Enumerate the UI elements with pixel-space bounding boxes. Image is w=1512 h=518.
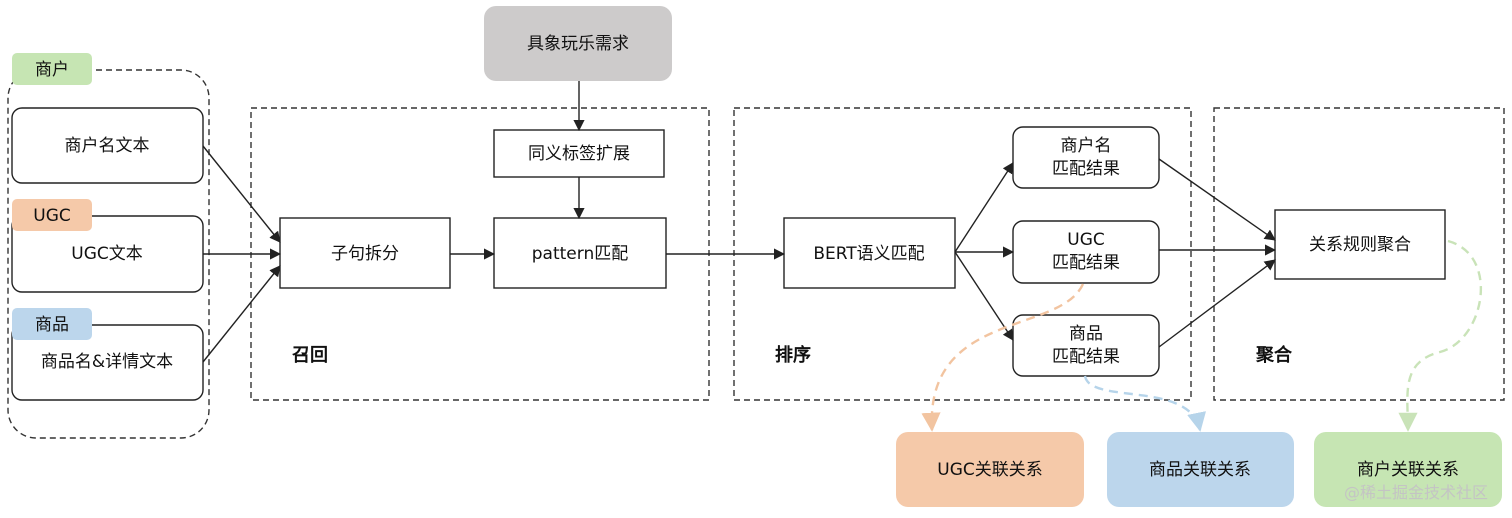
- link-product-result-to-product-relation: [1083, 375, 1206, 432]
- recall-section-label: 召回: [292, 345, 328, 366]
- ugc-tag-label: UGC: [33, 206, 71, 226]
- rule-aggregate-box: [1274, 209, 1446, 280]
- merchant-relation-box: [1314, 432, 1502, 507]
- arrow-merchant-to-split: [202, 145, 281, 243]
- link-ugc-result-to-ugc-relation: [921, 283, 1085, 432]
- arrow-product-to-split: [202, 265, 281, 363]
- merchant-tag-label: 商户: [35, 60, 69, 80]
- bert-match-label: BERT语义匹配: [813, 244, 924, 264]
- clause-split-label: 子句拆分: [331, 244, 399, 264]
- aggregation-frame: [1213, 107, 1505, 401]
- ugc-text-label: UGC文本: [71, 244, 143, 264]
- product-relation-label: 商品关联关系: [1149, 460, 1251, 480]
- ugc-relation-label: UGC关联关系: [937, 460, 1043, 480]
- ranking-section-label: 排序: [775, 344, 811, 366]
- merchant-result-line2: 匹配结果: [1052, 159, 1120, 179]
- product-result-line1: 商品: [1069, 324, 1103, 344]
- ugc-result-line1: UGC: [1067, 230, 1105, 250]
- arrow-product-result-to-aggregate: [1158, 259, 1276, 348]
- product-text-box: [11, 324, 204, 401]
- product-text-label: 商品名&详情文本: [41, 352, 173, 372]
- product-tag: [12, 308, 92, 340]
- pattern-match-box: [493, 217, 667, 289]
- rule-aggregate-label: 关系规则聚合: [1309, 235, 1411, 255]
- product-relation-box: [1107, 432, 1294, 507]
- synonym-expand-box: [493, 129, 665, 178]
- pattern-match-label: pattern匹配: [532, 244, 628, 264]
- clause-split-box: [279, 217, 451, 289]
- concrete-need-label: 具象玩乐需求: [527, 34, 629, 54]
- arrow-bert-to-merchant-result: [954, 162, 1014, 253]
- product-tag-label: 商品: [35, 315, 69, 335]
- link-aggregate-to-merchant-relation: [1398, 239, 1483, 432]
- ugc-tag: [12, 199, 92, 231]
- bert-match-box: [783, 217, 956, 289]
- merchant-tag: [12, 53, 92, 85]
- merchant-text-box: [11, 107, 204, 184]
- merchant-result-box: [1012, 126, 1160, 189]
- merchant-result-line1: 商户名: [1061, 136, 1112, 156]
- aggregation-section-label: 聚合: [1255, 344, 1293, 366]
- concrete-need-box: [484, 6, 672, 81]
- ugc-relation-box: [896, 432, 1084, 507]
- product-result-line2: 匹配结果: [1052, 347, 1120, 367]
- arrow-bert-to-product-result: [954, 251, 1014, 341]
- arrow-merchant-result-to-aggregate: [1158, 158, 1276, 241]
- synonym-expand-label: 同义标签扩展: [528, 144, 630, 164]
- merchant-relation-label: 商户关联关系: [1357, 460, 1459, 480]
- watermark-text: @稀土掘金技术社区: [1344, 483, 1488, 502]
- ugc-result-line2: 匹配结果: [1052, 253, 1120, 273]
- merchant-text-label: 商户名文本: [65, 136, 150, 156]
